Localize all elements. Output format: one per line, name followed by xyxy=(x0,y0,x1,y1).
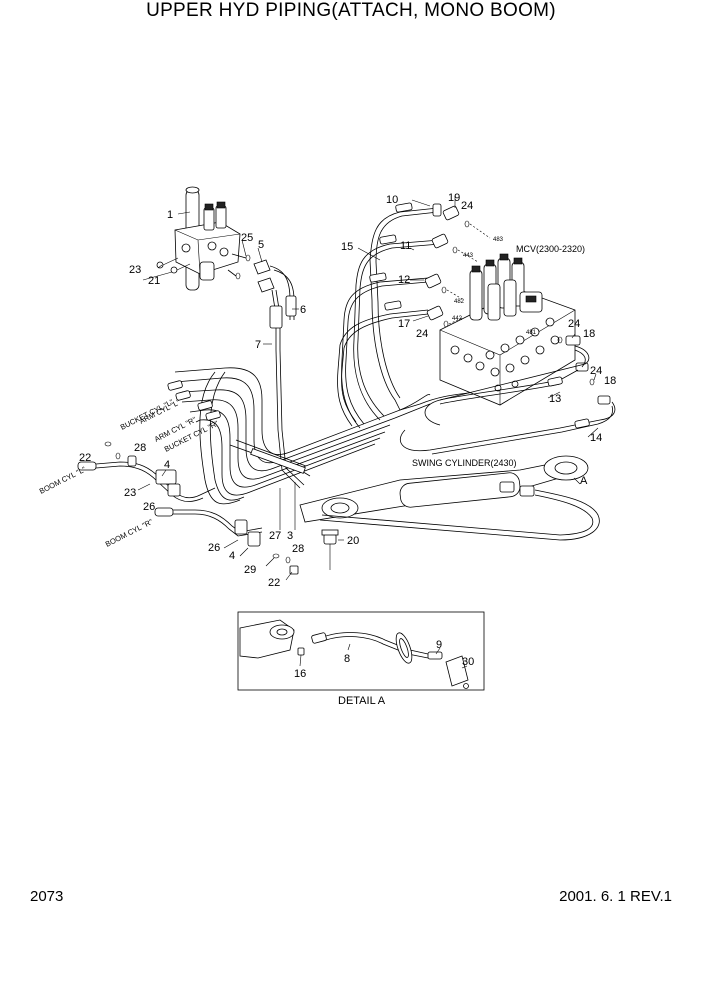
callout-24-right-low: 24 xyxy=(590,365,602,377)
fittings-valve-outlet xyxy=(227,253,275,293)
arm-bucket-hose-ends xyxy=(167,380,221,421)
port-482: 482 xyxy=(454,299,465,305)
mcv-label: MCV(2300-2320) xyxy=(516,244,585,254)
bolt-20 xyxy=(321,529,344,570)
callout-15: 15 xyxy=(341,241,353,253)
callout-30: 30 xyxy=(462,656,474,668)
callout-20: 20 xyxy=(347,535,359,547)
callout-29: 29 xyxy=(244,564,256,576)
callout-8: 8 xyxy=(344,653,350,665)
callout-22-left: 22 xyxy=(79,452,91,464)
callout-11: 11 xyxy=(400,240,411,252)
callout-9: 9 xyxy=(436,639,442,651)
callout-26-lower: 26 xyxy=(208,542,220,554)
mcv-inlet-fittings xyxy=(424,203,491,328)
callout-12: 12 xyxy=(398,274,410,286)
callout-18-top: 18 xyxy=(583,328,595,340)
callout-18-low: 18 xyxy=(604,375,616,387)
detail-ref-a: A xyxy=(580,475,588,487)
attachment-valve-assembly xyxy=(156,186,241,291)
port-442: 442 xyxy=(452,316,463,322)
boom-hoses xyxy=(77,441,299,575)
swing-cylinder-label: SWING CYLINDER(2430) xyxy=(412,458,517,468)
callout-28-right: 28 xyxy=(292,543,304,555)
port-483: 483 xyxy=(493,237,504,243)
pipe-bundle xyxy=(174,367,481,505)
callout-4-lower: 4 xyxy=(229,550,235,562)
revision-date: 2001. 6. 1 REV.1 xyxy=(559,888,672,905)
callout-5: 5 xyxy=(258,239,264,251)
callout-3: 3 xyxy=(287,530,293,542)
port-481: 481 xyxy=(526,330,537,336)
callout-16: 16 xyxy=(294,668,306,680)
callout-28-left: 28 xyxy=(134,442,146,454)
callout-10: 10 xyxy=(386,194,398,206)
leader-lines xyxy=(137,196,599,581)
page-number: 2073 xyxy=(30,888,64,905)
callout-25: 25 xyxy=(241,232,253,244)
callout-4-upper: 4 xyxy=(164,459,170,471)
callout-1: 1 xyxy=(167,209,173,221)
callout-27: 27 xyxy=(269,530,281,542)
tag-boom-cyl-r: BOOM CYL "R" xyxy=(104,517,155,549)
main-control-valve xyxy=(439,253,576,406)
callout-14: 14 xyxy=(590,432,602,444)
mcv-right-fittings xyxy=(400,335,616,455)
page-title: UPPER HYD PIPING(ATTACH, MONO BOOM) xyxy=(146,0,556,21)
callout-24-top: 24 xyxy=(461,200,473,212)
callout-26-upper: 26 xyxy=(143,501,155,513)
callout-17: 17 xyxy=(398,318,410,330)
detail-a-box xyxy=(237,611,485,691)
frame-rails xyxy=(229,439,311,530)
mcv-ports xyxy=(450,317,560,392)
callout-24-right-top: 24 xyxy=(568,318,580,330)
callout-19: 19 xyxy=(448,192,460,204)
callout-22-lower: 22 xyxy=(268,577,280,589)
detail-a-caption: DETAIL A xyxy=(338,695,386,707)
tag-boom-cyl-l: BOOM CYL "L" xyxy=(38,465,88,496)
callout-24-left: 24 xyxy=(416,328,428,340)
callout-numbers: 1 25 5 23 21 6 7 10 19 24 15 11 12 17 24… xyxy=(79,192,616,589)
port-443: 443 xyxy=(463,253,474,259)
hoses-from-mcv xyxy=(337,202,441,429)
pipe-6-7 xyxy=(269,265,305,489)
swing-cylinder xyxy=(299,455,600,541)
callout-21: 21 xyxy=(148,275,160,287)
callout-6: 6 xyxy=(300,304,306,316)
callout-23-top: 23 xyxy=(129,264,141,276)
mcv-spools xyxy=(469,253,543,321)
callout-7: 7 xyxy=(255,339,261,351)
callout-13: 13 xyxy=(549,393,561,405)
callout-23-left: 23 xyxy=(124,487,136,499)
